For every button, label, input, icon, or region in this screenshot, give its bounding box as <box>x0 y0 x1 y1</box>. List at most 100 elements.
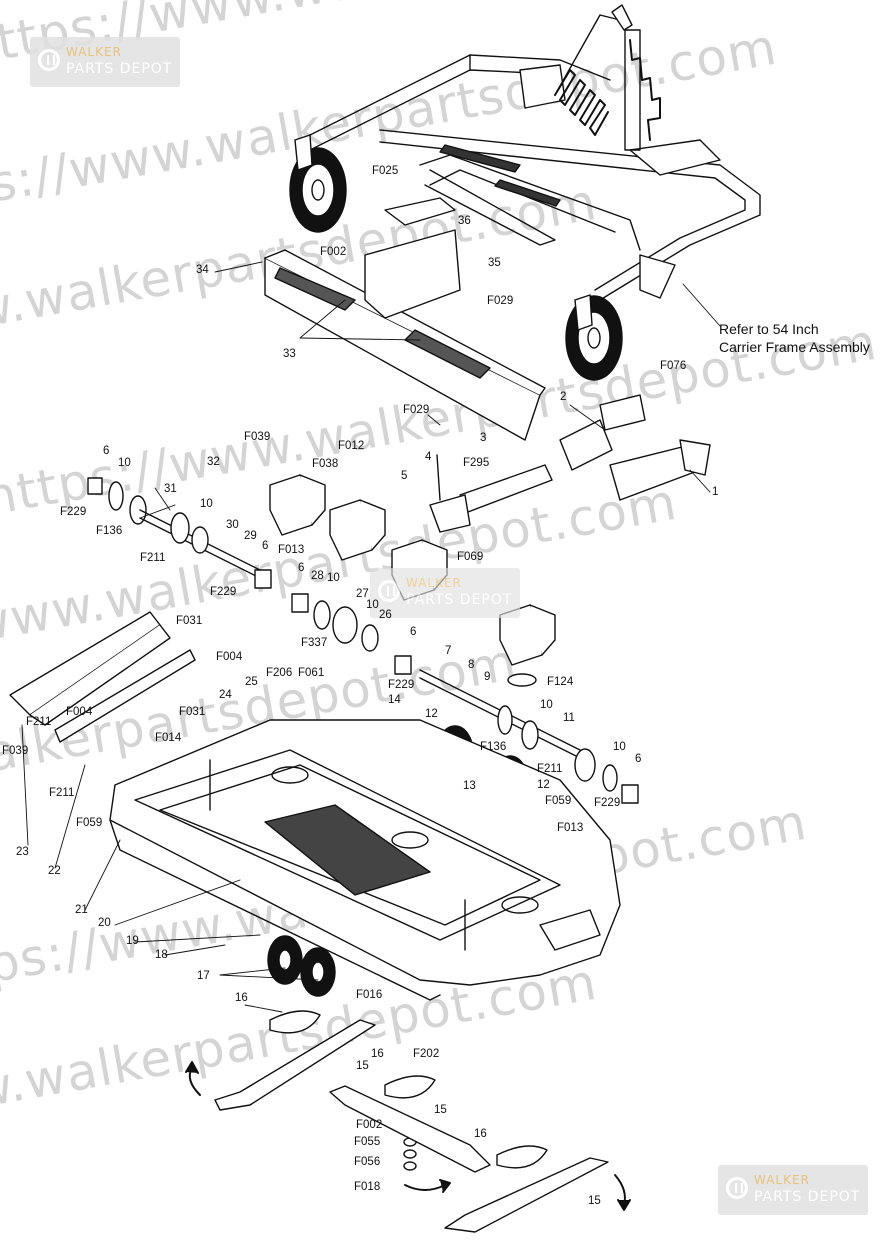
part-callout: 10 <box>366 599 379 611</box>
logo-line-2: PARTS DEPOT <box>754 1189 861 1205</box>
deck-shield-assembly <box>264 197 546 441</box>
part-callout: F029 <box>487 295 514 307</box>
part-callout: 30 <box>226 519 239 531</box>
part-callout: 2 <box>560 391 567 403</box>
part-callout: 8 <box>468 659 475 671</box>
part-callout: F337 <box>301 637 328 649</box>
mower-deck <box>109 719 621 1001</box>
part-callout: F013 <box>557 822 584 834</box>
part-callout: F038 <box>312 458 339 470</box>
part-callout: F229 <box>60 506 87 518</box>
part-callout: F076 <box>660 360 687 372</box>
part-callout: F229 <box>388 679 415 691</box>
part-callout: F004 <box>216 651 243 663</box>
logo-line-2: PARTS DEPOT <box>406 592 513 608</box>
part-callout: F018 <box>354 1181 381 1193</box>
part-callout: 10 <box>200 498 213 510</box>
part-callout: F025 <box>372 165 399 177</box>
part-callout: F031 <box>176 615 203 627</box>
part-callout: F206 <box>266 667 293 679</box>
logo-emblem-icon <box>38 49 60 71</box>
part-callout: F202 <box>413 1048 440 1060</box>
part-callout: 29 <box>244 530 257 542</box>
leader-lines <box>21 261 721 1013</box>
logo-line-1: WALKER <box>754 1173 810 1187</box>
part-callout: 6 <box>262 540 269 552</box>
part-callout: 6 <box>103 445 110 457</box>
part-callout: 19 <box>126 935 139 947</box>
part-callout: F124 <box>547 676 574 688</box>
part-callout: 36 <box>458 215 471 227</box>
rotation-arrows <box>185 1061 631 1211</box>
part-callout: 13 <box>463 780 476 792</box>
part-callout: 17 <box>197 970 210 982</box>
part-callout: F136 <box>480 741 507 753</box>
part-callout: F002 <box>356 1119 383 1131</box>
part-callout: 28 <box>311 570 324 582</box>
part-callout: F295 <box>463 457 490 469</box>
part-callout: F069 <box>457 551 484 563</box>
part-callout: 14 <box>388 694 401 706</box>
logo-line-1: WALKER <box>66 45 122 59</box>
part-callout: 24 <box>219 689 232 701</box>
part-callout: 32 <box>207 456 220 468</box>
carrier-frame-reference-note: Refer to 54 Inch Carrier Frame Assembly <box>719 320 870 356</box>
part-callout: 10 <box>327 572 340 584</box>
front-caster-wheels <box>289 134 623 381</box>
shaft-bearings <box>87 477 639 804</box>
part-callout: 22 <box>48 865 61 877</box>
part-callout: 25 <box>245 676 258 688</box>
part-callout: 12 <box>425 708 438 720</box>
part-callout: F229 <box>594 797 621 809</box>
part-callout: 10 <box>118 457 131 469</box>
part-callout: F059 <box>76 817 103 829</box>
part-callout: F039 <box>244 431 271 443</box>
logo-emblem-icon <box>378 580 400 602</box>
part-callout: F055 <box>354 1136 381 1148</box>
part-callout: F004 <box>66 706 93 718</box>
part-callout: F211 <box>49 787 75 799</box>
drive-shaft-parts <box>429 394 711 533</box>
logo-line-1: WALKER <box>406 576 462 590</box>
part-callout: F211 <box>537 763 563 775</box>
part-callout: 15 <box>588 1195 601 1207</box>
part-callout: F013 <box>278 544 305 556</box>
part-callout: 7 <box>445 645 452 657</box>
part-callout: 18 <box>155 949 168 961</box>
part-callout: 3 <box>480 432 487 444</box>
part-callout: F136 <box>96 525 123 537</box>
part-callout: 34 <box>196 264 209 276</box>
part-callout: 9 <box>484 671 491 683</box>
part-callout: F031 <box>179 706 206 718</box>
part-callout: F211 <box>26 716 52 728</box>
part-callout: 33 <box>283 348 296 360</box>
part-callout: 26 <box>379 609 392 621</box>
part-callout: 5 <box>401 470 408 482</box>
springs <box>554 4 661 151</box>
part-callout: 21 <box>75 904 88 916</box>
note-line-2: Carrier Frame Assembly <box>719 339 870 355</box>
part-callout: 15 <box>434 1104 447 1116</box>
part-callout: 10 <box>540 699 553 711</box>
part-callout: F002 <box>320 246 347 258</box>
walker-parts-depot-logo: WALKER PARTS DEPOT <box>370 568 520 618</box>
part-callout: 6 <box>410 626 417 638</box>
part-callout: 6 <box>635 753 642 765</box>
part-callout: 27 <box>356 588 369 600</box>
note-line-1: Refer to 54 Inch <box>719 321 819 337</box>
part-callout: 23 <box>16 846 29 858</box>
part-callout: F061 <box>298 667 325 679</box>
part-callout: 16 <box>474 1128 487 1140</box>
carrier-frame <box>299 54 761 301</box>
walker-parts-depot-logo: WALKER PARTS DEPOT <box>718 1165 868 1215</box>
part-callout: F016 <box>356 989 383 1001</box>
rear-discharge-plate <box>9 611 196 743</box>
part-callout: 16 <box>235 992 248 1004</box>
part-callout: 11 <box>563 712 575 724</box>
part-callout: F029 <box>403 404 430 416</box>
part-callout: F059 <box>545 795 572 807</box>
part-callout: 31 <box>164 483 177 495</box>
logo-emblem-icon <box>726 1177 748 1199</box>
